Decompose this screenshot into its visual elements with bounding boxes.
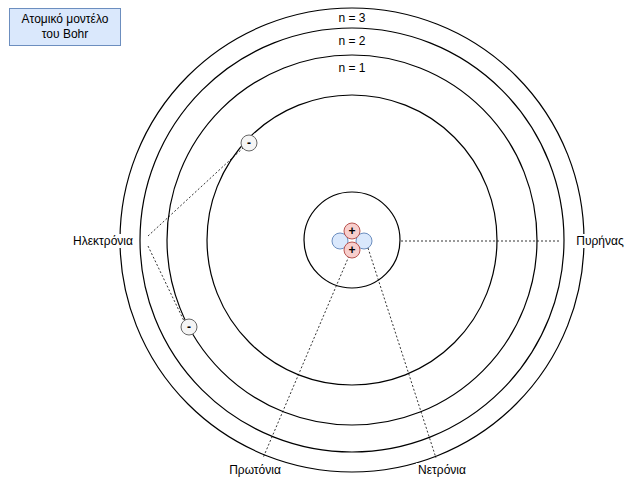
orbit-number: n = 2 <box>336 34 367 48</box>
leader-lines <box>148 148 560 458</box>
proton: + <box>343 241 361 259</box>
part-name: Νετρόνια <box>416 463 468 477</box>
part-name: Ηλεκτρόνια <box>71 234 135 248</box>
electron: - <box>240 134 258 152</box>
orbit-number: n = 1 <box>336 61 367 75</box>
orbit-number: n = 3 <box>336 11 367 25</box>
orbit-rings <box>120 8 584 472</box>
charge-sign: - <box>247 137 251 149</box>
part-name: Πυρήνας <box>574 234 625 248</box>
part-name: Πρωτόνια <box>227 463 283 477</box>
title-box: Ατομικό μοντέλο του Bohr <box>9 8 121 46</box>
nucleus-circle <box>304 192 400 288</box>
title-text: Ατομικό μοντέλο του Bohr <box>16 12 114 42</box>
proton: + <box>343 222 361 240</box>
electron: - <box>180 318 198 336</box>
charge-sign: + <box>348 244 355 256</box>
charge-sign: - <box>187 321 191 333</box>
charge-sign: + <box>348 225 355 237</box>
